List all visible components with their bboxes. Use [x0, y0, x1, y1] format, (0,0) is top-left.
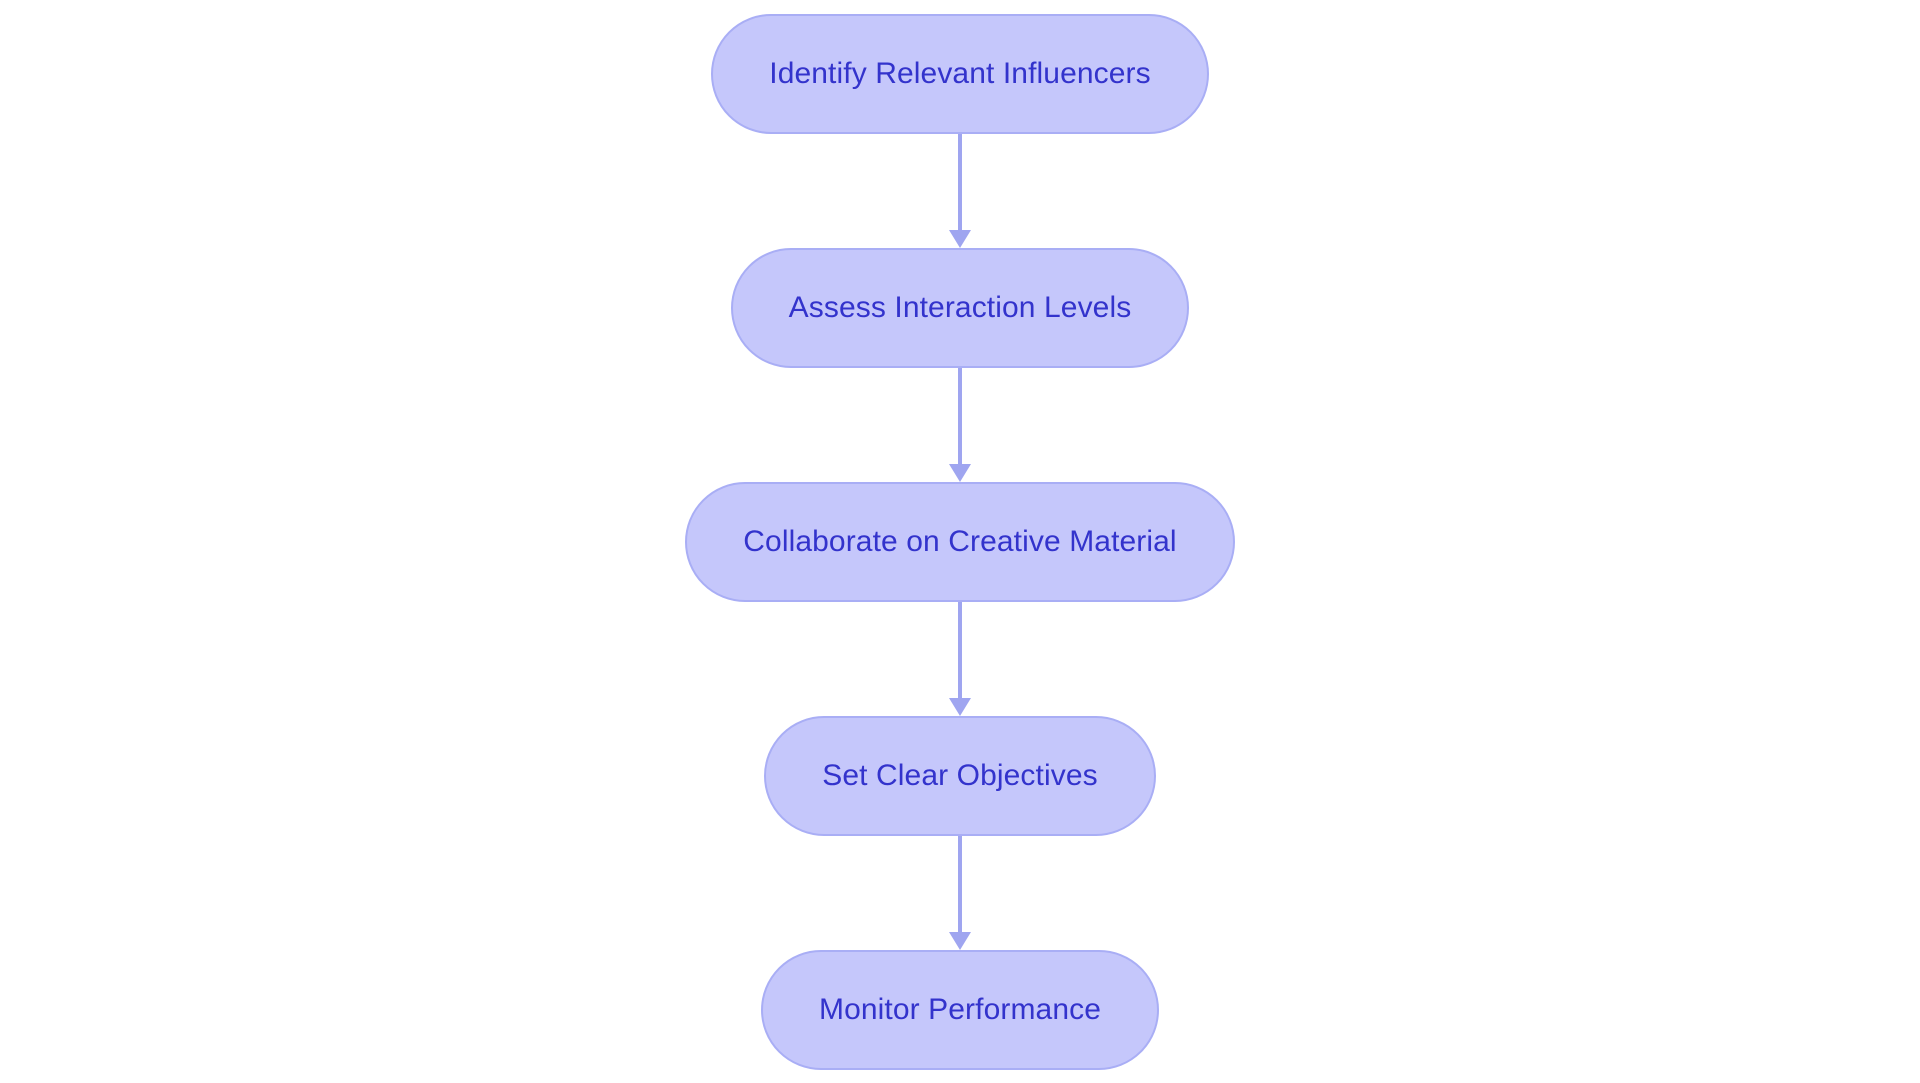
flowchart-node-monitor-performance[interactable]: Monitor Performance — [760, 950, 1159, 1070]
node-label: Collaborate on Creative Material — [743, 525, 1177, 558]
arrow-down-icon-3 — [949, 602, 971, 716]
arrow-down-icon-4 — [949, 836, 971, 950]
node-label: Set Clear Objectives — [822, 759, 1098, 792]
flowchart-node-set-clear-objectives[interactable]: Set Clear Objectives — [764, 716, 1156, 836]
flowchart-node-identify-relevant-influencers[interactable]: Identify Relevant Influencers — [711, 14, 1209, 134]
node-label: Monitor Performance — [818, 993, 1101, 1026]
flowchart-node-assess-interaction-levels[interactable]: Assess Interaction Levels — [730, 248, 1190, 368]
arrow-down-icon-1 — [949, 134, 971, 248]
flowchart-node-collaborate-on-creative-material[interactable]: Collaborate on Creative Material — [685, 482, 1235, 602]
node-label: Assess Interaction Levels — [788, 291, 1132, 324]
arrow-down-icon-2 — [949, 368, 971, 482]
node-label: Identify Relevant Influencers — [769, 57, 1151, 90]
